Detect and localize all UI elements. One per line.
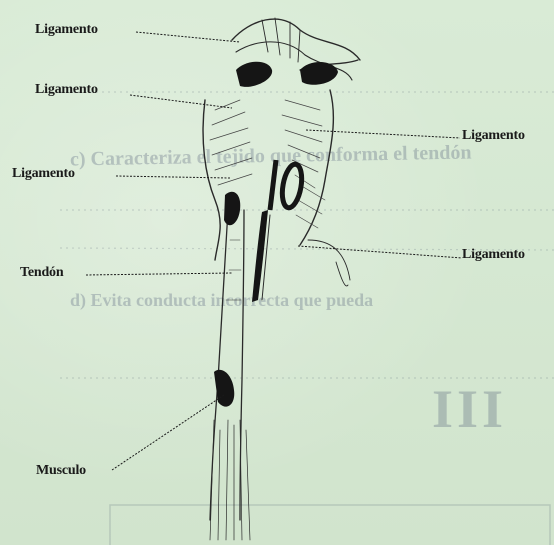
label-ligament-top: Ligamento xyxy=(35,22,98,38)
leader-ligament-4 xyxy=(116,176,230,178)
label-ligament-left: Ligamento xyxy=(12,166,75,182)
leader-ligament-2 xyxy=(130,95,232,108)
leader-ligament-1 xyxy=(136,32,240,42)
label-tendon: Tendón xyxy=(20,265,63,281)
label-muscle: Musculo xyxy=(36,463,86,479)
label-ligament-upper-left: Ligamento xyxy=(35,82,98,98)
leader-tendon xyxy=(86,273,232,275)
leader-muscle xyxy=(112,395,224,470)
label-ligament-right: Ligamento xyxy=(462,128,525,144)
leader-ligament-3 xyxy=(306,130,460,138)
label-ligament-lower-right: Ligamento xyxy=(462,247,525,263)
leader-ligament-5 xyxy=(298,246,462,258)
